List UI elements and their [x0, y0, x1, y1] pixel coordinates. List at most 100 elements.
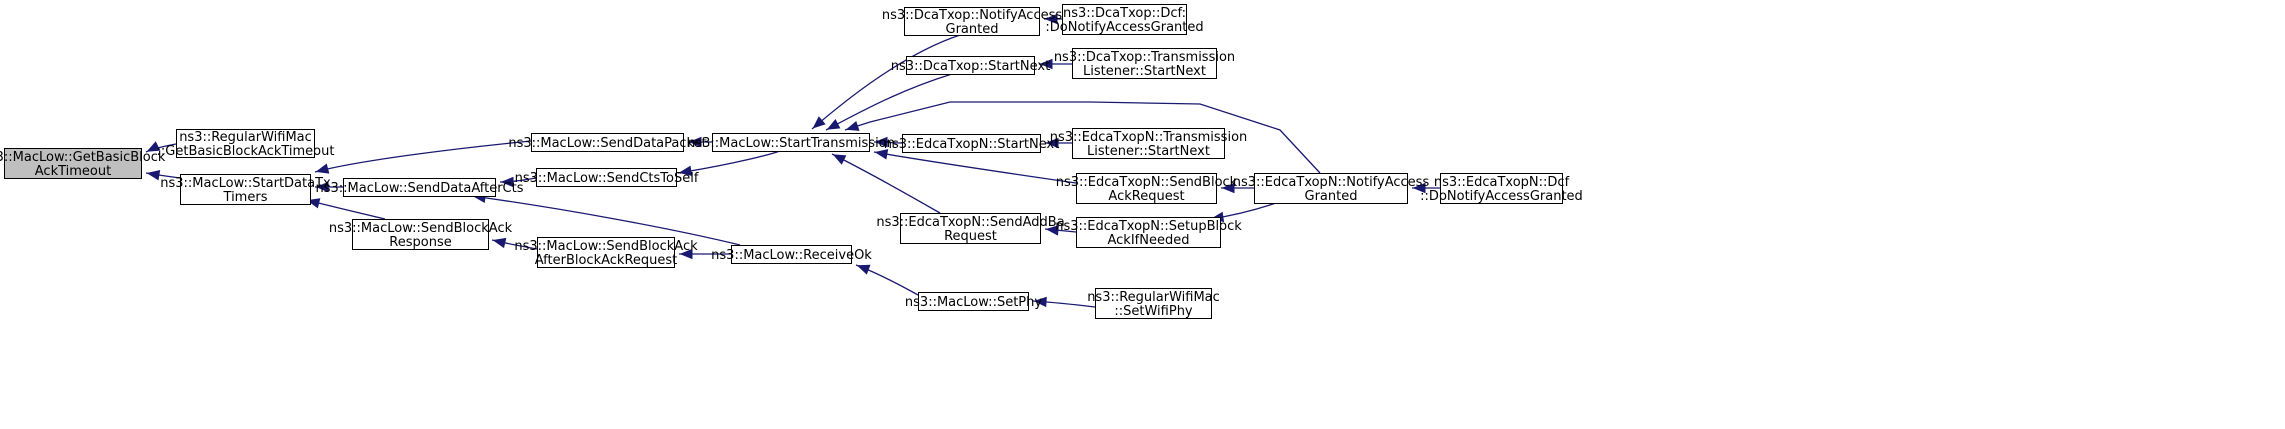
node-label: ns3::EdcaTxopN::Transmission: [1050, 130, 1248, 145]
node-label: ns3::DcaTxop::StartNext: [891, 59, 1050, 74]
arrowhead: [688, 136, 702, 148]
node-root[interactable]: ns3::MacLow::GetBasicBlockAckTimeout: [0, 148, 166, 180]
arrowhead: [1044, 13, 1058, 25]
edge-dca_notify-to-starttransmission: [811, 34, 961, 130]
edge-senddataaftercts-to-startdatatx: [314, 181, 344, 193]
edge-setphy-to-receiveok: [855, 264, 919, 296]
node-edca_dcf[interactable]: ns3::EdcaTxopN::Dcf::DoNotifyAccessGrant…: [1420, 173, 1583, 205]
node-dca_tl[interactable]: ns3::DcaTxop::TransmissionListener::Star…: [1054, 48, 1235, 80]
arrowhead: [832, 154, 847, 165]
edge-dca_startnext-to-starttransmission: [825, 73, 953, 131]
arrowhead: [1221, 182, 1235, 194]
nodes-layer: ns3::MacLow::GetBasicBlockAckTimeoutns3:…: [0, 4, 1583, 320]
node-label: ::GetBasicBlockAckTimeout: [157, 144, 335, 159]
node-edca_tl[interactable]: ns3::EdcaTxopN::TransmissionListener::St…: [1050, 128, 1248, 160]
node-label: Timers: [223, 190, 268, 205]
node-sendbaafterbar[interactable]: ns3::MacLow::SendBlockAckAfterBlockAckRe…: [514, 237, 698, 269]
edge-rwm_getbba-to-root: [145, 141, 177, 153]
edge-line: [831, 153, 941, 214]
edge-line: [677, 150, 781, 174]
edge-startdatatx-to-root: [145, 170, 181, 181]
node-dca_notify[interactable]: ns3::DcaTxop::NotifyAccessGranted: [882, 7, 1063, 38]
node-label: ns3::MacLow::SetPhy: [905, 295, 1042, 310]
node-box: [906, 56, 1035, 75]
node-label: ns3::EdcaTxopN::StartNext: [884, 137, 1060, 152]
node-box: [900, 213, 1041, 244]
node-label: Listener::StartNext: [1087, 144, 1210, 159]
node-box: [343, 178, 496, 197]
arrowhead: [679, 248, 693, 260]
arrowhead: [500, 176, 514, 188]
node-box: [902, 134, 1041, 153]
node-starttransmission[interactable]: ns3::MacLow::StartTransmission: [687, 133, 895, 152]
arrowhead: [812, 116, 826, 129]
node-dca_dcf[interactable]: ns3::DcaTxop::Dcf::DoNotifyAccessGranted: [1045, 4, 1204, 36]
node-label: ns3::MacLow::ReceiveOk: [711, 248, 872, 263]
node-edca_notify[interactable]: ns3::EdcaTxopN::NotifyAccessGranted: [1233, 173, 1430, 205]
arrowhead: [492, 237, 507, 249]
node-box: [352, 219, 489, 250]
arrowhead: [146, 141, 161, 152]
node-label: AckRequest: [1108, 189, 1184, 204]
node-box: [536, 168, 677, 187]
edge-edca_startnext-to-starttransmission: [873, 136, 903, 148]
node-label: Listener::StartNext: [1083, 64, 1206, 79]
edge-sendblockackresp-to-startdatatx: [305, 198, 386, 220]
node-edca_startnext[interactable]: ns3::EdcaTxopN::StartNext: [884, 134, 1060, 153]
edge-sendbaafterbar-to-sendblockackresp: [491, 237, 538, 250]
arrowhead: [874, 136, 888, 148]
node-box: [731, 245, 852, 264]
edge-dca_tl-to-dca_startnext: [1039, 58, 1073, 70]
node-label: ns3::MacLow::StartTransmission: [687, 136, 895, 151]
node-label: ns3::EdcaTxopN::SendBlock: [1056, 175, 1238, 190]
arrowhead: [315, 163, 330, 174]
arrowhead: [1033, 296, 1047, 308]
node-sendctstoself[interactable]: ns3::MacLow::SendCtsToSelf: [515, 168, 699, 187]
node-label: ns3::MacLow::GetBasicBlock: [0, 150, 166, 165]
node-label: ns3::DcaTxop::Dcf:: [1063, 6, 1186, 21]
node-box: [1440, 173, 1563, 204]
edge-edca_dcf-to-edca_notify: [1412, 182, 1440, 194]
edge-edca_sendaddba-to-starttransmission: [831, 153, 941, 214]
node-box: [537, 237, 675, 268]
node-box: [1072, 48, 1217, 79]
node-label: ns3::MacLow::SendCtsToSelf: [515, 171, 699, 186]
node-label: ns3::MacLow::SendBlockAck: [329, 221, 513, 236]
node-rwm_setwifiphy[interactable]: ns3::RegularWifiMac::SetWifiPhy: [1087, 288, 1220, 320]
arrowhead: [678, 165, 693, 177]
node-receiveok[interactable]: ns3::MacLow::ReceiveOk: [711, 245, 872, 264]
node-label: ns3::EdcaTxopN::NotifyAccess: [1233, 175, 1430, 190]
node-rwm_getbba[interactable]: ns3::RegularWifiMac::GetBasicBlockAckTim…: [157, 129, 335, 160]
node-label: :DoNotifyAccessGranted: [1045, 20, 1203, 35]
arrowhead: [1045, 137, 1059, 149]
edge-starttransmission-to-senddatapacket: [688, 136, 712, 148]
node-label: ns3::MacLow::SendDataAfterCts: [316, 181, 524, 196]
node-box: [1254, 173, 1408, 204]
node-label: AfterBlockAckRequest: [535, 253, 678, 268]
node-senddatapacket[interactable]: ns3::MacLow::SendDataPacket: [508, 133, 707, 152]
node-label: ns3::EdcaTxopN::Dcf: [1434, 175, 1570, 190]
node-label: Request: [944, 229, 997, 244]
node-dca_startnext[interactable]: ns3::DcaTxop::StartNext: [891, 56, 1050, 75]
edge-sendctstoself-to-senddataaftercts: [499, 176, 537, 188]
arrowhead: [1045, 225, 1059, 236]
node-label: ns3::RegularWifiMac: [179, 130, 312, 145]
arrowhead: [856, 264, 871, 275]
node-box: [1095, 288, 1212, 319]
node-setphy[interactable]: ns3::MacLow::SetPhy: [905, 292, 1042, 311]
node-label: Granted: [1305, 189, 1358, 204]
arrowhead: [1039, 58, 1053, 70]
node-label: ns3::MacLow::SendDataPacket: [508, 136, 706, 151]
root-node-box: [4, 148, 142, 179]
node-senddataaftercts[interactable]: ns3::MacLow::SendDataAfterCts: [316, 178, 524, 197]
edge-line: [811, 34, 961, 130]
node-label: ns3::DcaTxop::Transmission: [1054, 50, 1235, 65]
edge-edca_setupba-to-edca_sendaddba: [1044, 225, 1077, 236]
arrowhead: [826, 119, 841, 130]
